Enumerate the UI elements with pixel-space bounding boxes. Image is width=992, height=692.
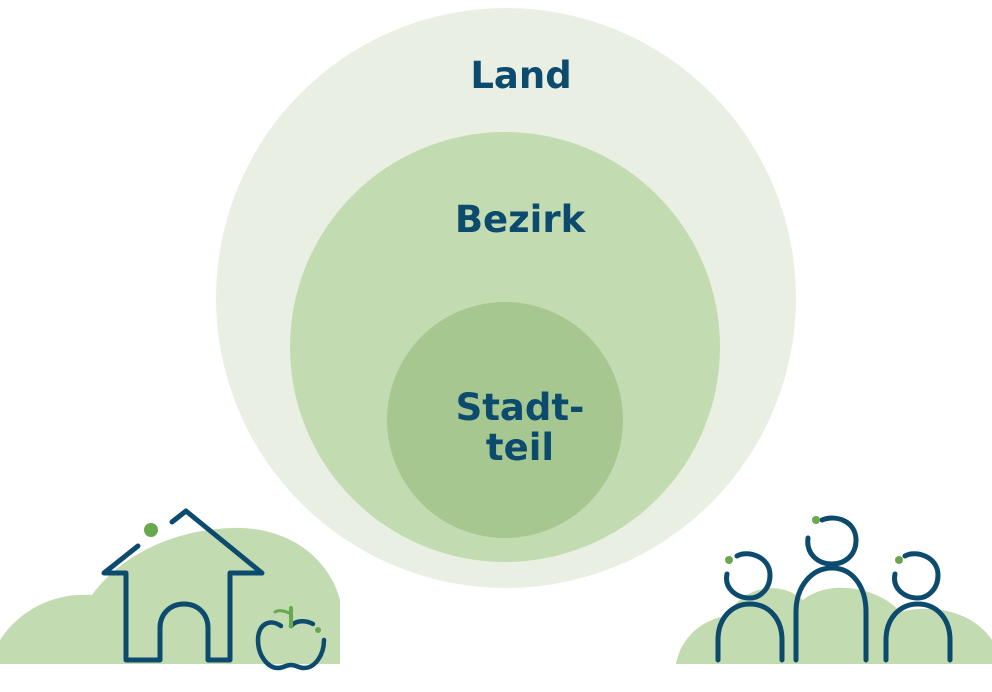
bezirk-label: Bezirk <box>454 198 586 241</box>
people-accent-dot-center <box>812 516 820 524</box>
house-icon <box>101 508 265 663</box>
right-hill <box>676 587 992 664</box>
apple-icon <box>255 606 327 671</box>
stadtteil-label: Stadt- teil <box>420 388 620 468</box>
stadtteil-label-line1: Stadt- <box>455 386 585 429</box>
people-accent-dot-left <box>725 556 733 564</box>
people-icon <box>715 515 953 663</box>
people-accent-dot-right <box>895 556 903 564</box>
house-accent-dot <box>144 523 158 537</box>
stadtteil-circle <box>387 302 623 538</box>
stadtteil-label-line2: teil <box>485 425 555 469</box>
left-hill <box>0 527 340 664</box>
apple-accent-dot <box>315 627 321 633</box>
land-label: Land <box>470 54 572 97</box>
